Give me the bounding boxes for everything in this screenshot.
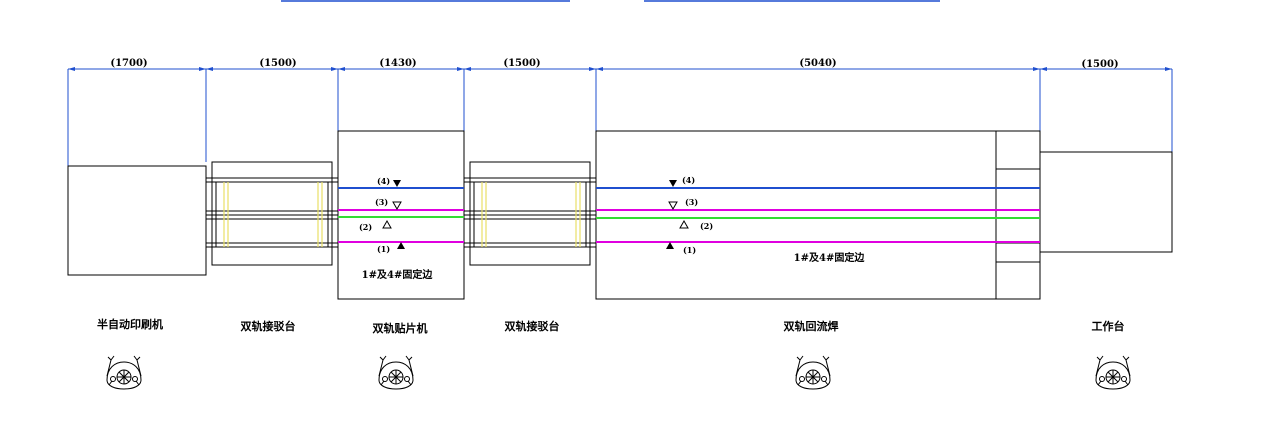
operator-icon: [378, 355, 414, 390]
reflow-track-label-2: (2): [700, 221, 713, 231]
dimension-label-mounter: (1430): [379, 58, 416, 69]
operator-icon: [106, 355, 142, 390]
mounter-track-label-4: (4): [377, 176, 390, 186]
reflow-fixed-edge-note: 1#及4#固定边: [794, 251, 866, 264]
track-2-marker-icon: [679, 219, 689, 229]
reflow-track-label-3: (3): [685, 197, 698, 207]
conveyor-2: [463, 161, 597, 266]
operator-icon: [1095, 355, 1131, 390]
operator-icon: [795, 355, 831, 390]
dimension-lines: [67, 68, 1173, 166]
track-4-marker-icon: [669, 180, 677, 187]
mounter-track-label-1: (1): [377, 244, 390, 254]
dimension-arrows: [68, 67, 1172, 71]
machine-name-mounter: 双轨贴片机: [373, 321, 428, 335]
track-3-marker-icon: [668, 201, 678, 211]
workbench-body: [1039, 151, 1173, 253]
mounter-track-label-2: (2): [359, 222, 372, 232]
dimension-label-workbench: (1500): [1081, 59, 1118, 70]
dimension-label-conveyor-2: (1500): [503, 58, 540, 69]
printer-body: [67, 165, 207, 276]
machine-name-workbench: 工作台: [1092, 319, 1125, 333]
mounter-rails: [338, 187, 464, 243]
mounter-track-markers: [382, 180, 405, 249]
conveyor-1: [205, 161, 339, 266]
reflow-rails: [596, 187, 1040, 243]
machine-name-reflow: 双轨回流焊: [784, 319, 839, 333]
track-1-marker-icon: [666, 242, 674, 249]
machine-name-conveyor-2: 双轨接驳台: [505, 319, 560, 333]
reflow-track-label-4: (4): [682, 175, 695, 185]
dimension-label-conveyor-1: (1500): [259, 58, 296, 69]
track-2-marker-icon: [382, 219, 392, 229]
dimension-label-reflow: (5040): [799, 58, 836, 69]
track-4-marker-icon: [393, 180, 401, 187]
track-3-marker-icon: [392, 201, 402, 211]
dimension-label-printer: (1700): [110, 58, 147, 69]
mounter-fixed-edge-note: 1#及4#固定边: [362, 268, 434, 281]
track-1-marker-icon: [397, 242, 405, 249]
reflow-track-label-1: (1): [683, 245, 696, 255]
reflow-oven-body: [595, 130, 1041, 300]
mounter-track-label-3: (3): [375, 197, 388, 207]
machine-name-printer: 半自动印刷机: [97, 317, 163, 331]
machine-name-conveyor-1: 双轨接驳台: [241, 319, 296, 333]
reflow-track-markers: [666, 180, 689, 249]
